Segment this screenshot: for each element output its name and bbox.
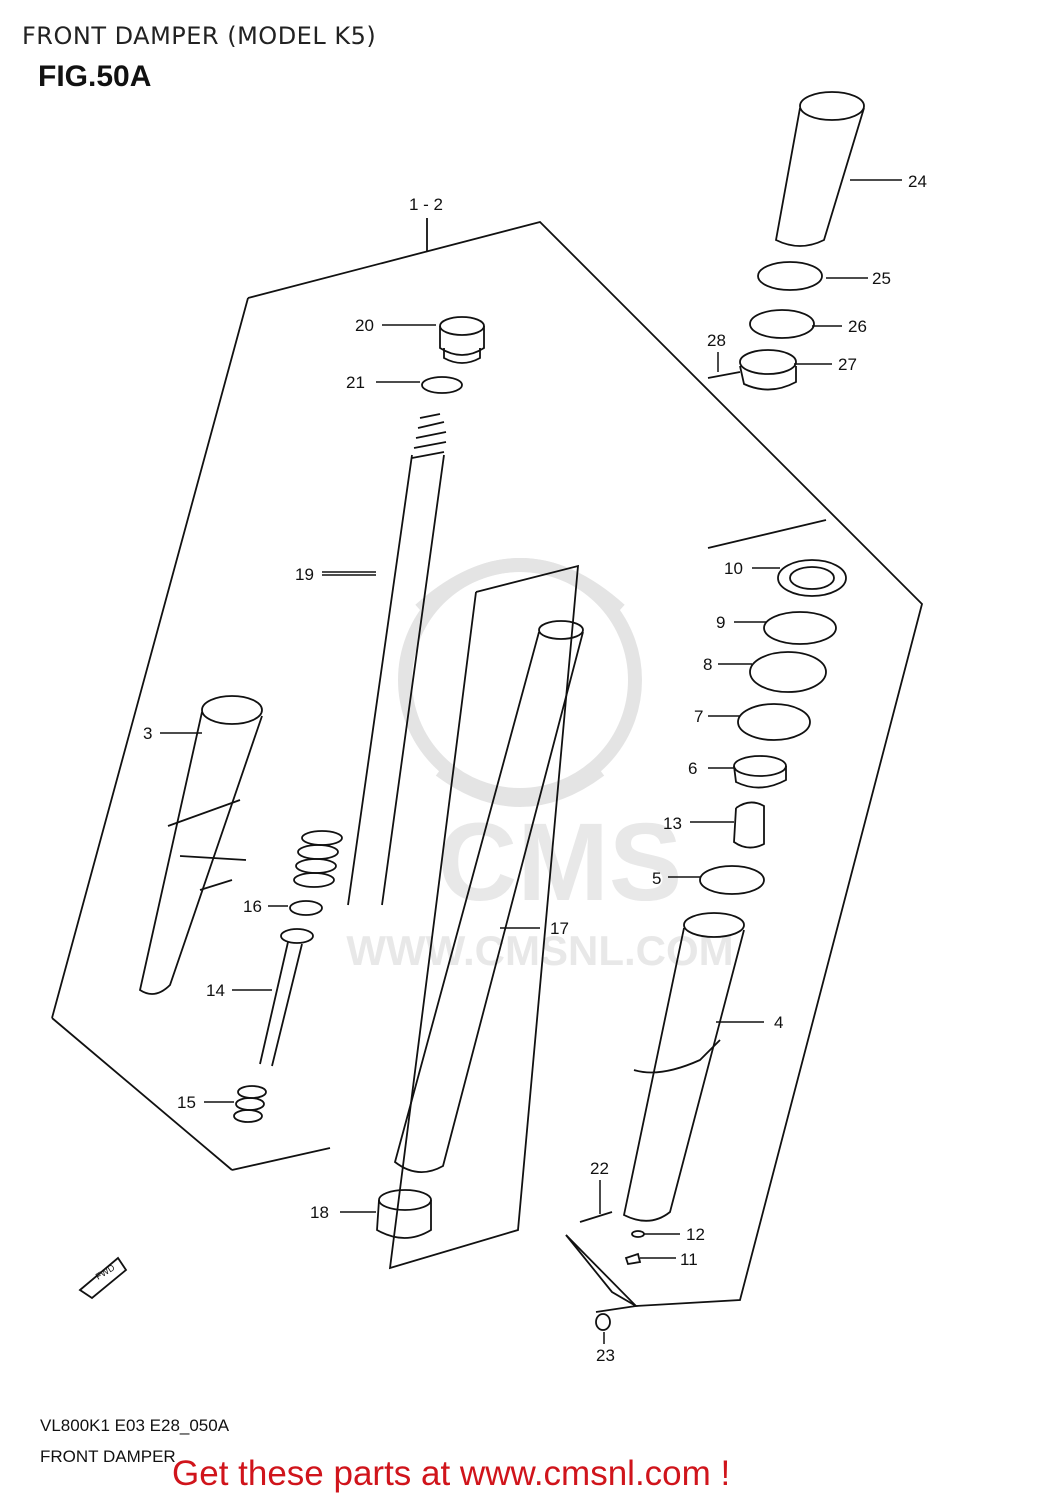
- diagram-code: VL800K1 E03 E28_050A: [40, 1416, 230, 1435]
- callout-27: 27: [838, 355, 857, 374]
- ring-16: [289, 900, 323, 916]
- callout-3: 3: [143, 724, 152, 743]
- callout-20: 20: [355, 316, 374, 335]
- inner-tube-17: [393, 620, 584, 1173]
- callout-6: 6: [688, 759, 697, 778]
- watermark-brand: CMS: [438, 801, 682, 924]
- washer-12: [631, 1230, 645, 1238]
- callout-12: 12: [686, 1225, 705, 1244]
- nut-25: [757, 261, 823, 291]
- top-tube-24: [774, 91, 865, 247]
- callout-13: 13: [663, 814, 682, 833]
- inner-tube-frame: [388, 564, 580, 1270]
- damper-rod-14: [259, 928, 314, 1067]
- assembly-outline: [51, 220, 924, 1307]
- cap-bolt-20: [439, 316, 485, 364]
- callout-25: 25: [872, 269, 891, 288]
- screw-11: [624, 1252, 642, 1266]
- spring-lower: [293, 830, 343, 888]
- callout-21: 21: [346, 373, 365, 392]
- page-title: FRONT DAMPER (MODEL K5): [22, 22, 377, 50]
- figure-label: FIG.50A: [38, 60, 152, 93]
- callout-8: 8: [703, 655, 712, 674]
- watermark-url: WWW.CMSNL.COM: [346, 927, 733, 974]
- callout-18: 18: [310, 1203, 329, 1222]
- outer-tube-4: [622, 912, 745, 1222]
- callout-10: 10: [724, 559, 743, 578]
- o-ring-21: [421, 376, 463, 394]
- frame-line-left: [231, 1147, 331, 1171]
- spring-15: [233, 1085, 267, 1123]
- clamp-27: [739, 349, 797, 391]
- callout-5: 5: [652, 869, 661, 888]
- callout-11: 11: [680, 1250, 698, 1269]
- plug-23: [595, 1313, 611, 1331]
- callout-24: 24: [908, 172, 927, 191]
- callout-4: 4: [774, 1013, 783, 1032]
- watermark-logo-icon: [398, 558, 642, 807]
- callout-9: 9: [716, 613, 725, 632]
- bearing-stack-frame: [707, 519, 827, 549]
- callout-16: 16: [243, 897, 262, 916]
- fwd-marker-label: FWD: [94, 1262, 117, 1282]
- watermark: CMS WWW.CMSNL.COM: [346, 558, 734, 974]
- callout-28: 28: [707, 331, 726, 350]
- callout-17: 17: [550, 919, 569, 938]
- callout-1-2: 1 - 2: [409, 195, 443, 214]
- spring-19: [347, 413, 447, 906]
- callout-26: 26: [848, 317, 867, 336]
- callout-19: 19: [295, 565, 314, 584]
- bolt-28: [707, 371, 741, 379]
- callout-22: 22: [590, 1159, 609, 1178]
- bearing-stack: [699, 559, 847, 895]
- promo-link[interactable]: Get these parts at www.cmsnl.com !: [172, 1454, 731, 1493]
- bushing-18: [376, 1189, 432, 1239]
- callout-23: 23: [596, 1346, 615, 1365]
- outer-tube-3: [138, 695, 263, 995]
- bolt-22: [579, 1211, 613, 1223]
- bolt-frame: [565, 1234, 639, 1313]
- fwd-arrow-icon: [78, 1256, 128, 1300]
- callout-7: 7: [694, 707, 703, 726]
- washer-26: [749, 309, 815, 339]
- callout-14: 14: [206, 981, 225, 1000]
- callout-15: 15: [177, 1093, 196, 1112]
- diagram-name: FRONT DAMPER: [40, 1447, 176, 1466]
